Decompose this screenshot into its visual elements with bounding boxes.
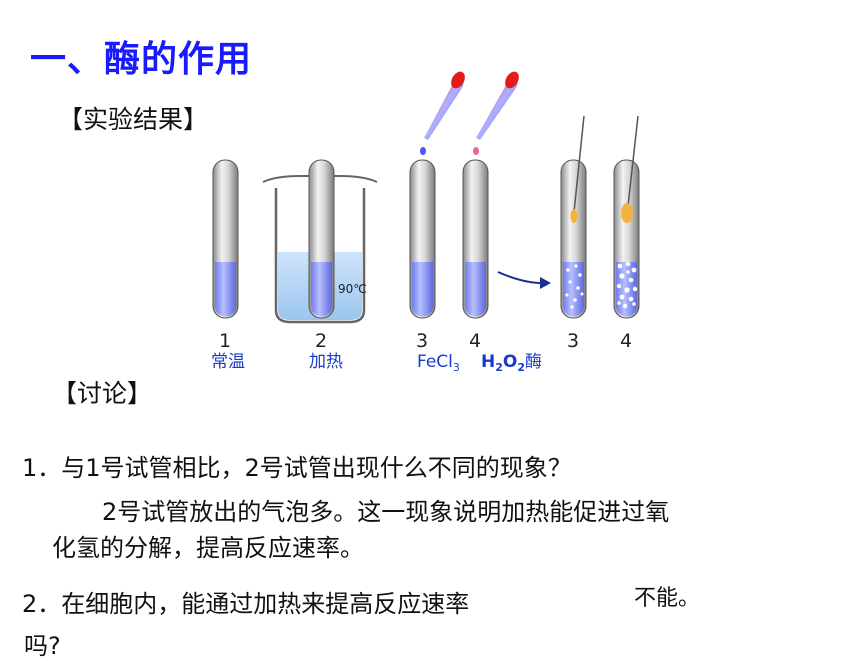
test-tube-3 <box>409 159 436 319</box>
slide-title: 一、酶的作用 <box>30 39 253 80</box>
result-tube-number-3: 3 <box>567 330 579 352</box>
reaction-arrow <box>497 271 551 289</box>
result-tube-3 <box>560 115 587 319</box>
test-tube-1 <box>212 159 239 319</box>
beaker-temperature: 90℃ <box>338 282 367 296</box>
test-tube-2 <box>308 159 335 319</box>
question-2-line-1: 2．在细胞内，能通过加热来提高反应速率 <box>22 590 470 618</box>
caption-heating: 加热 <box>309 352 343 372</box>
result-label: 【实验结果】 <box>58 105 209 134</box>
tube-number-2: 2 <box>315 330 327 352</box>
dropper-fecl3 <box>420 71 465 155</box>
answer-2: 不能。 <box>634 586 701 611</box>
dropper-enzyme <box>473 71 519 155</box>
result-tube-4 <box>613 115 640 319</box>
caption-fecl3: FeCl3 <box>417 352 460 374</box>
result-tube-number-4: 4 <box>620 330 632 352</box>
discussion-label: 【讨论】 <box>52 379 153 408</box>
answer-1-line-2: 化氢的分解，提高反应速率。 <box>52 534 364 562</box>
answer-1-line-1: 2号试管放出的气泡多。这一现象说明加热能促进过氧 <box>102 498 670 526</box>
tube-number-3: 3 <box>416 330 428 352</box>
tube-number-1: 1 <box>219 330 231 352</box>
caption-room-temp: 常温 <box>211 352 245 372</box>
caption-h2o2-enzyme: H2O2酶 <box>481 352 542 374</box>
question-1: 1．与1号试管相比，2号试管出现什么不同的现象？ <box>22 454 572 482</box>
tube-number-4: 4 <box>469 330 481 352</box>
test-tube-4 <box>462 159 489 319</box>
experiment-illustration: 90℃ <box>211 71 640 374</box>
question-2-line-2: 吗? <box>24 632 61 660</box>
